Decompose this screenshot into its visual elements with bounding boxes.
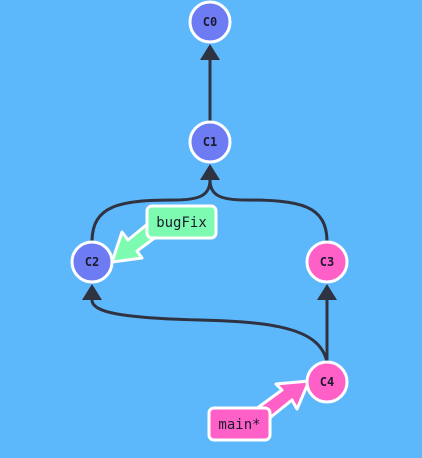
commit-c4[interactable]: C4 (305, 360, 349, 404)
edge-c2-c1 (90, 179, 212, 243)
branch-pointer-main[interactable]: main* (207, 379, 311, 442)
commit-node-c4[interactable] (305, 360, 349, 404)
branch-label-main: main* (218, 417, 260, 433)
branch-box-bugfix[interactable] (145, 204, 218, 240)
commit-label-c1: C1 (203, 135, 217, 149)
commit-node-c0[interactable] (188, 0, 232, 44)
branch-label-bugfix: bugFix (156, 215, 207, 231)
edges (82, 44, 337, 363)
branch-pointer-bugfix[interactable]: bugFix (110, 204, 218, 264)
arrowhead-c1 (200, 164, 220, 180)
commit-label-c4: C4 (320, 375, 334, 389)
commit-c1[interactable]: C1 (188, 120, 232, 164)
branch-box-main[interactable] (207, 406, 272, 442)
commit-label-c0: C0 (203, 15, 217, 29)
commit-label-c3: C3 (320, 255, 334, 269)
commit-node-c3[interactable] (305, 240, 349, 284)
arrowhead-c0 (200, 44, 220, 60)
commits: C0 C1 C2 C3 C4 (70, 0, 349, 404)
commit-c3[interactable]: C3 (305, 240, 349, 284)
edge-c4-c2 (90, 299, 329, 363)
branch-pointers: bugFix main* (110, 204, 311, 442)
commit-node-c1[interactable] (188, 120, 232, 164)
commit-c0[interactable]: C0 (188, 0, 232, 44)
arrowhead-c2 (82, 284, 102, 300)
arrowhead-c3 (317, 284, 337, 300)
commit-node-c2[interactable] (70, 240, 114, 284)
edge-c3-c1 (208, 179, 329, 243)
commit-c2[interactable]: C2 (70, 240, 114, 284)
commit-label-c2: C2 (85, 255, 99, 269)
